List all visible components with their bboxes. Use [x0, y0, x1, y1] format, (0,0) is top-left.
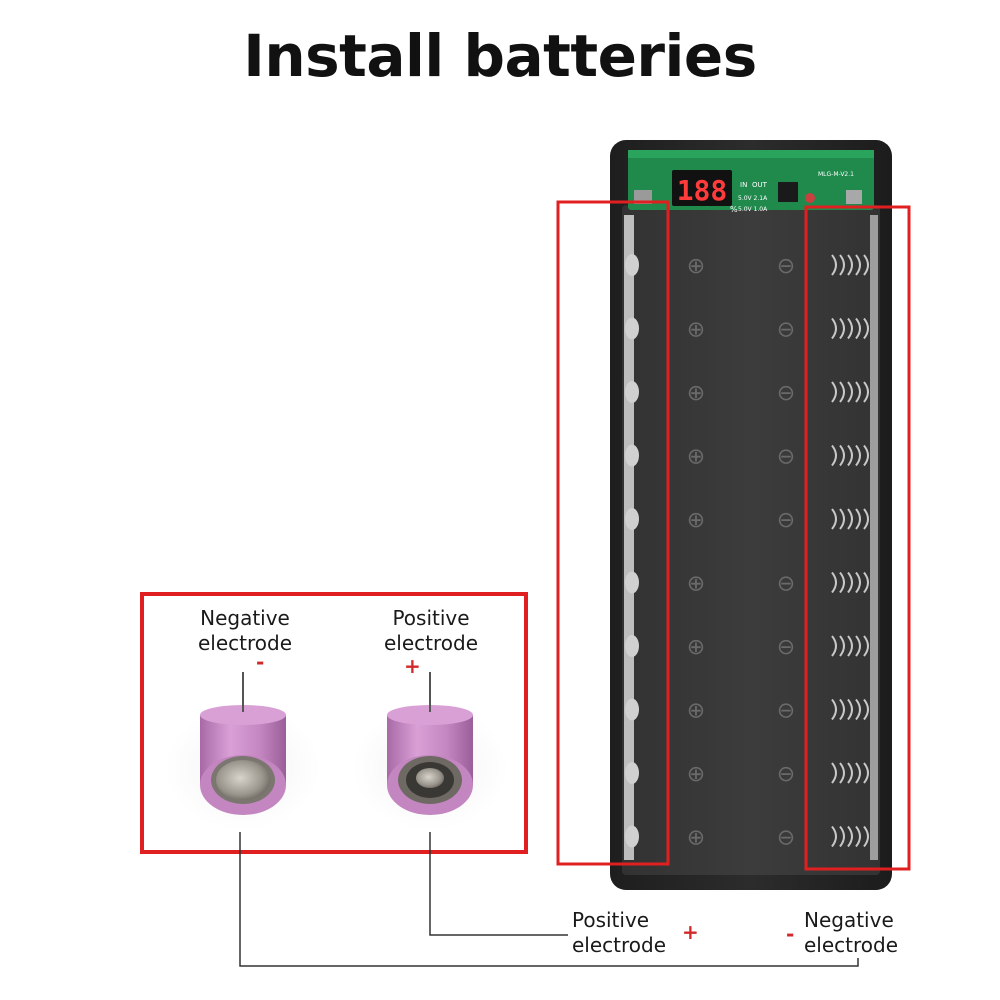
svg-text:OUT: OUT: [752, 181, 768, 189]
svg-text:IN: IN: [740, 181, 747, 189]
inset-negative-label: Negative electrode: [197, 606, 293, 655]
svg-text:5.0V 2.1A: 5.0V 2.1A: [738, 195, 768, 202]
negative-symbol-icon: ⊖: [777, 635, 795, 660]
positive-symbol-icon: ⊕: [687, 254, 705, 279]
negative-battery-photo: [165, 705, 321, 830]
spring-icon: [831, 508, 869, 530]
positive-symbol-icon: ⊕: [687, 381, 705, 406]
bottom-positive-label: Positive electrode: [572, 908, 667, 957]
svg-text:5.0V 1.0A: 5.0V 1.0A: [738, 206, 768, 213]
contact-bump: [625, 254, 639, 276]
negative-symbol-icon: ⊖: [777, 699, 795, 724]
negative-symbol-icon: ⊖: [777, 508, 795, 533]
positive-symbol-icon: ⊕: [687, 762, 705, 787]
inset-positive-sign: +: [404, 654, 421, 678]
negative-symbol-icon: ⊖: [777, 445, 795, 470]
negative-symbol-icon: ⊖: [777, 762, 795, 787]
negative-symbol-icon: ⊖: [777, 572, 795, 597]
spring-icon: [831, 381, 869, 403]
inset-negative-sign: -: [256, 650, 265, 674]
contact-bump: [625, 508, 639, 530]
contact-bump: [625, 381, 639, 403]
contact-bump: [625, 444, 639, 467]
positive-connector-line: [429, 832, 568, 936]
contact-bump: [625, 762, 639, 784]
spring-icon: [831, 444, 869, 467]
contact-bump: [625, 317, 639, 340]
positive-symbol-icon: ⊕: [687, 445, 705, 470]
led-display: [672, 170, 732, 206]
button-icon: [805, 193, 815, 203]
left-contact-strip: [624, 215, 634, 860]
positive-symbol-icon: ⊕: [687, 318, 705, 343]
positive-symbol-icon: ⊕: [687, 572, 705, 597]
chip-icon: [778, 182, 798, 202]
led-digits: 188: [677, 174, 728, 207]
spring-icon: [831, 254, 869, 276]
spring-icon: [831, 825, 869, 848]
spring-icon: [831, 635, 869, 657]
contact-bump: [625, 698, 639, 721]
battery-slots: ⊕ ⊖ ⊕ ⊖ ⊕ ⊖ ⊕ ⊖ ⊕ ⊖ ⊕ ⊖ ⊕ ⊖ ⊕ ⊖ ⊕ ⊖ ⊕ ⊖: [625, 254, 869, 851]
spring-icon: [831, 762, 869, 784]
inset-highlight-box: [140, 592, 528, 854]
right-spring-strip: [870, 215, 878, 860]
negative-symbol-icon: ⊖: [777, 254, 795, 279]
spring-icon: [831, 698, 869, 721]
svg-text:%: %: [730, 205, 738, 214]
positive-battery-photo: [352, 705, 508, 830]
positive-symbol-icon: ⊕: [687, 508, 705, 533]
negative-connector-line: [239, 832, 859, 967]
spring-icon: [831, 571, 869, 594]
positive-symbol-icon: ⊕: [687, 635, 705, 660]
contact-bump: [625, 571, 639, 594]
contact-bump: [625, 825, 639, 848]
highlight-right-column: [804, 205, 911, 871]
negative-symbol-icon: ⊖: [777, 381, 795, 406]
positive-symbol-icon: ⊕: [687, 826, 705, 851]
contact-bump: [625, 635, 639, 657]
positive-symbol-icon: ⊕: [687, 699, 705, 724]
negative-symbol-icon: ⊖: [777, 318, 795, 343]
bottom-negative-label: Negative electrode: [804, 908, 899, 957]
battery-tray: [622, 205, 880, 875]
negative-symbol-icon: ⊖: [777, 826, 795, 851]
highlight-left-column: [556, 200, 670, 866]
inset-positive-label: Positive electrode: [383, 606, 479, 655]
bottom-negative-sign: -: [786, 922, 795, 946]
svg-text:MLG-M-V2.1: MLG-M-V2.1: [818, 171, 854, 178]
page-title: Install batteries: [243, 22, 757, 90]
bottom-positive-sign: +: [682, 920, 699, 944]
spring-icon: [831, 317, 869, 340]
